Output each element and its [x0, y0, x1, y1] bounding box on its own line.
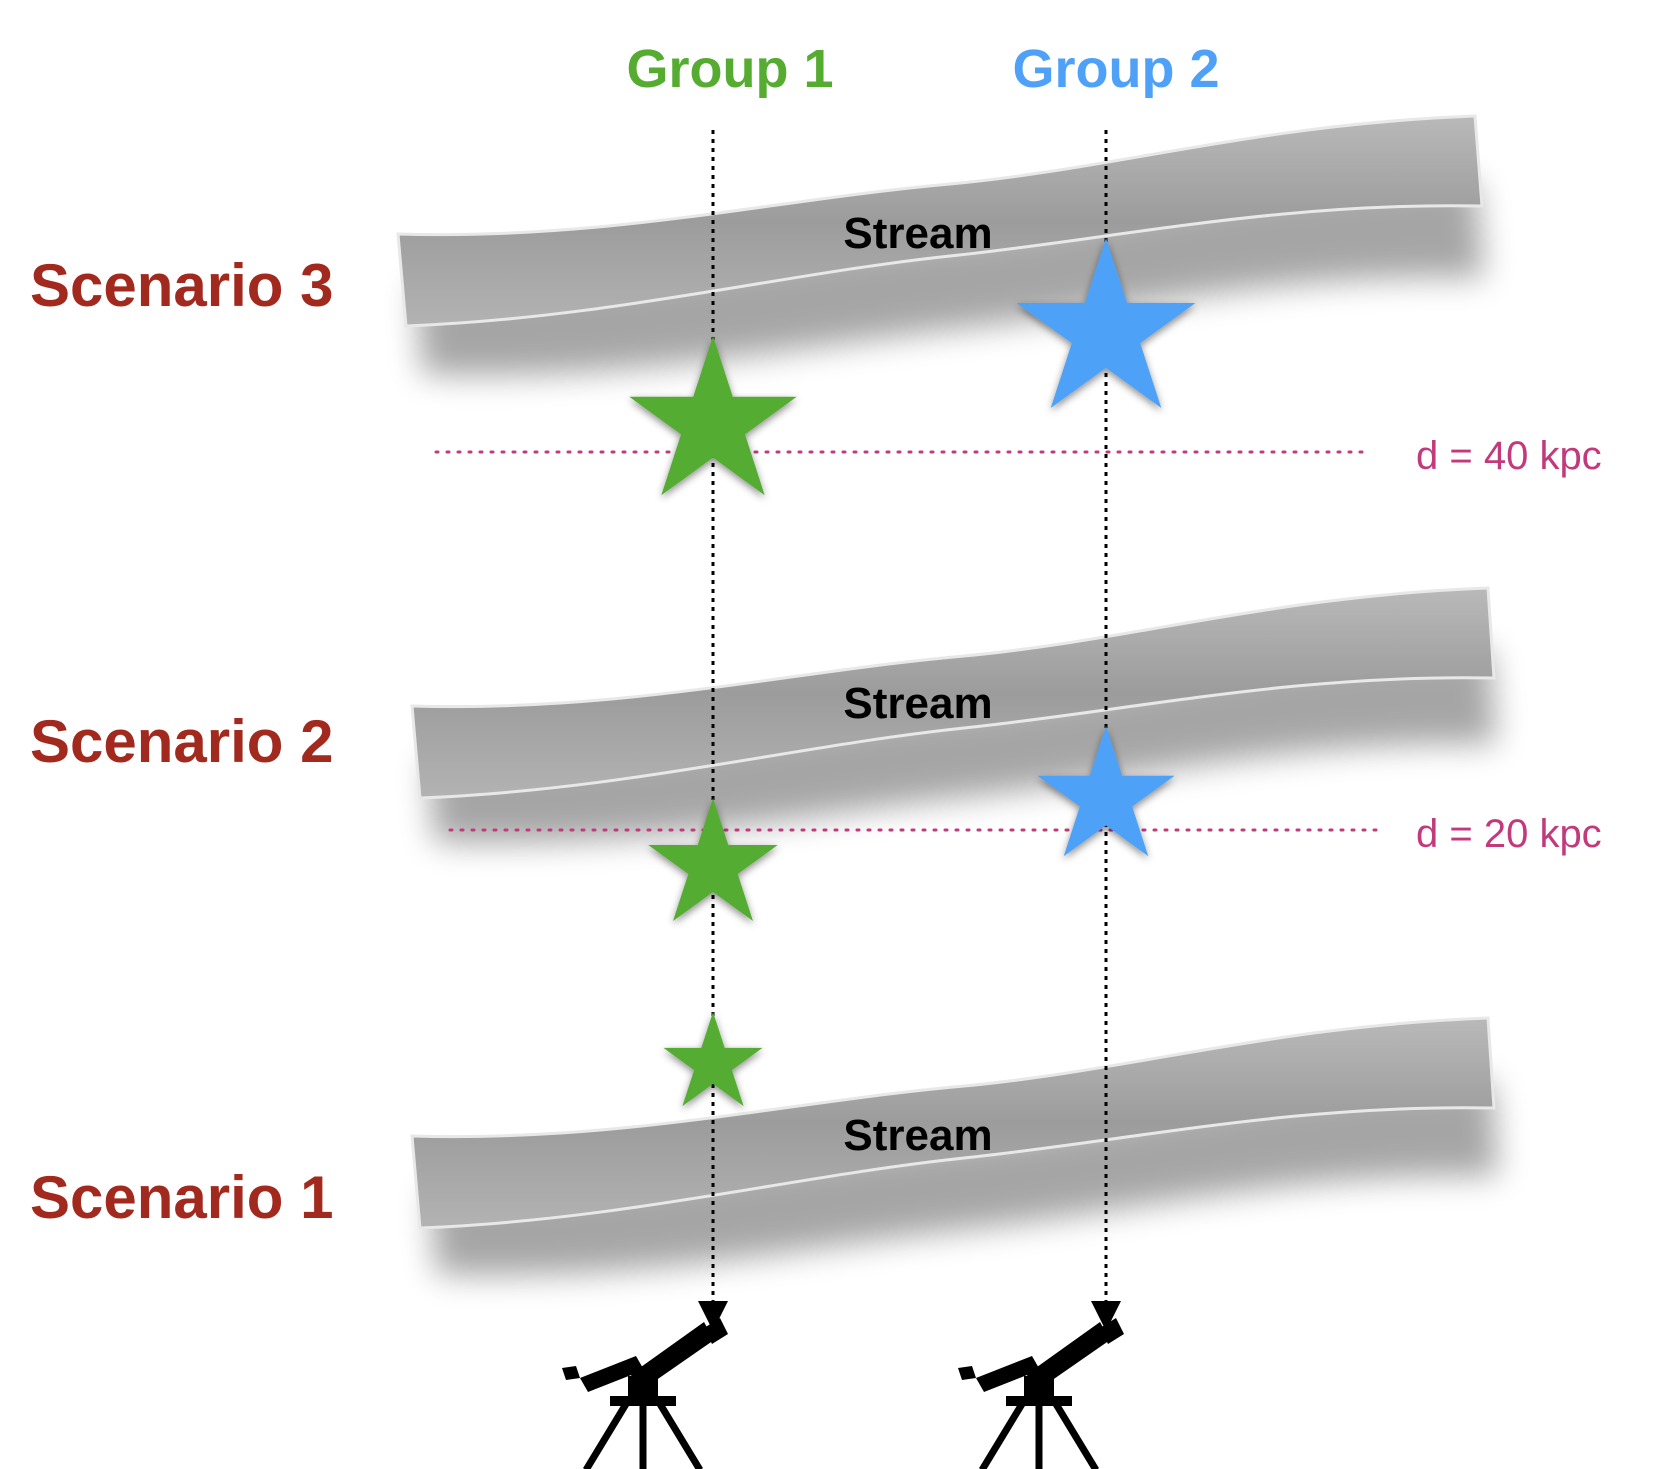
stream-band-scenario-1 — [410, 1016, 1498, 1276]
group-1-label: Group 1 — [626, 39, 834, 99]
stars-layer — [629, 238, 1196, 1107]
group-1-star-scenario-1-icon — [663, 1012, 763, 1107]
scenario-3-label: Scenario 3 — [30, 252, 334, 319]
scenario-1-label: Scenario 1 — [30, 1164, 334, 1231]
stream-label-scenario-3: Stream — [843, 209, 993, 258]
stream-label-scenario-2: Stream — [843, 679, 993, 728]
group-2-star-scenario-2-icon — [1037, 726, 1175, 857]
group-1-star-scenario-3-icon — [629, 336, 797, 496]
telescope-group-1-icon — [562, 1318, 728, 1469]
stream-label-scenario-1: Stream — [843, 1111, 993, 1160]
stream-band-scenario-3 — [396, 114, 1484, 376]
distance-label-40kpc: d = 40 kpc — [1416, 434, 1602, 478]
distance-label-20kpc: d = 20 kpc — [1416, 812, 1602, 856]
telescope-group-2-icon — [958, 1318, 1124, 1469]
group-2-label: Group 2 — [1012, 39, 1220, 99]
group-2-star-scenario-3-icon — [1016, 238, 1196, 408]
group-1-star-scenario-2-icon — [648, 798, 778, 921]
stream-band-scenario-2 — [410, 586, 1496, 844]
scenario-2-label: Scenario 2 — [30, 708, 334, 775]
telescopes-layer — [562, 1318, 1124, 1469]
